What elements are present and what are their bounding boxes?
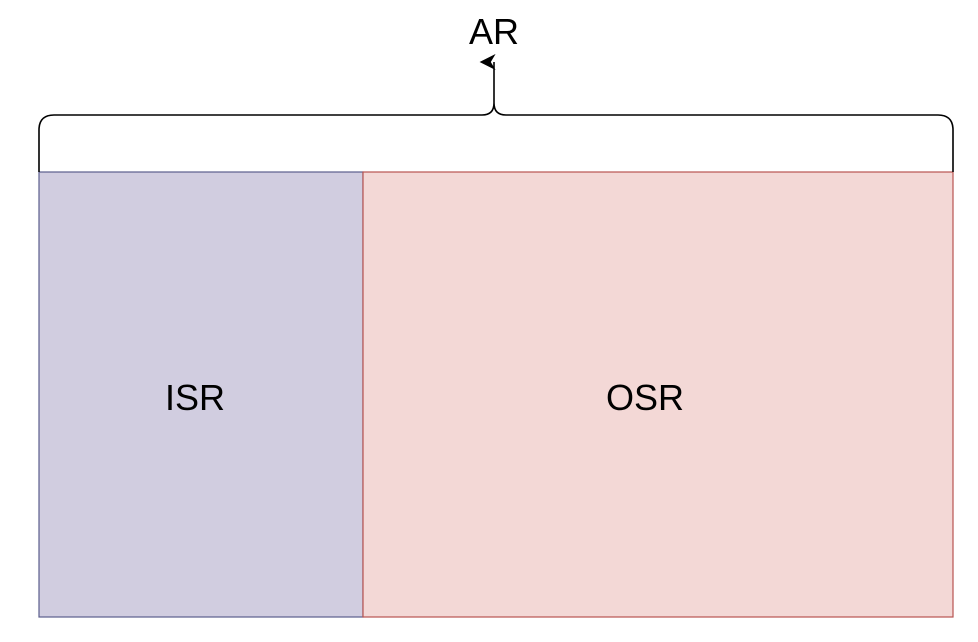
isr-region [38,171,364,618]
ar-bracket [38,98,954,172]
ar-label: AR [469,11,519,52]
osr-region [362,171,954,618]
osr-label: OSR [606,377,684,418]
isr-label: ISR [165,377,225,418]
